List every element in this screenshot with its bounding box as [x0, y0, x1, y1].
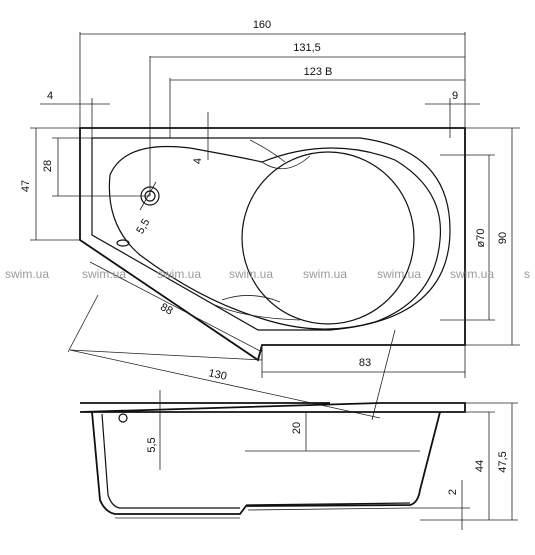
- dim-side-drain: 5,5: [146, 437, 158, 452]
- lower-fold: [221, 295, 281, 303]
- dim-total-width: 90: [497, 232, 509, 244]
- circle-seat: [241, 151, 415, 325]
- dim-bottom-83: 83: [359, 357, 371, 369]
- side-body: [91, 411, 441, 515]
- dim-height-47-5: 47,5: [497, 451, 509, 472]
- dim-diagonal-88: 88: [158, 301, 174, 317]
- watermark-row: swim.ua swim.ua swim.ua swim.ua swim.ua …: [5, 267, 530, 281]
- dim-top-rim: 4: [192, 158, 204, 164]
- side-rim: [79, 402, 466, 413]
- outer-contour: [79, 127, 466, 362]
- upper-ridge: [249, 139, 286, 163]
- side-view: 5,5 20 44 47,5 2: [79, 390, 518, 530]
- dim-depth-20: 20: [291, 422, 303, 434]
- watermark-1: swim.ua: [5, 267, 49, 281]
- side-overflow: [118, 413, 128, 423]
- watermark-7: swim.ua: [450, 267, 494, 281]
- dim-left-height: 47: [20, 180, 32, 192]
- top-view: 160 131,5 123 B 4 9 4 47 28 5,5 88: [20, 19, 520, 421]
- dim-left-rim: 4: [47, 90, 53, 102]
- dim-drain-diameter: 5,5: [134, 217, 152, 236]
- dim-total-length: 160: [253, 19, 271, 31]
- lower-ridge: [214, 304, 301, 321]
- dim-diagonal-130: 130: [207, 367, 227, 383]
- dim-right-rim: 9: [452, 90, 458, 102]
- dim-drain-offset: 28: [42, 160, 54, 172]
- watermark-3: swim.ua: [157, 267, 201, 281]
- watermark-6: swim.ua: [377, 267, 421, 281]
- overflow-hole: [116, 239, 130, 247]
- watermark-4: swim.ua: [229, 267, 273, 281]
- dim-inner-length-1: 131,5: [293, 42, 321, 54]
- dim-feet-2: 2: [447, 489, 459, 495]
- dim-inner-length-2: 123 B: [304, 66, 333, 78]
- bowl-contour: [108, 145, 442, 330]
- dim-circle-diameter: ø70: [475, 229, 487, 248]
- side-inner: [101, 413, 240, 509]
- watermark-5: swim.ua: [303, 267, 347, 281]
- upper-fold: [261, 155, 311, 170]
- watermark-8: s: [524, 267, 530, 281]
- watermark-2: swim.ua: [82, 267, 126, 281]
- dim-height-44: 44: [474, 460, 486, 472]
